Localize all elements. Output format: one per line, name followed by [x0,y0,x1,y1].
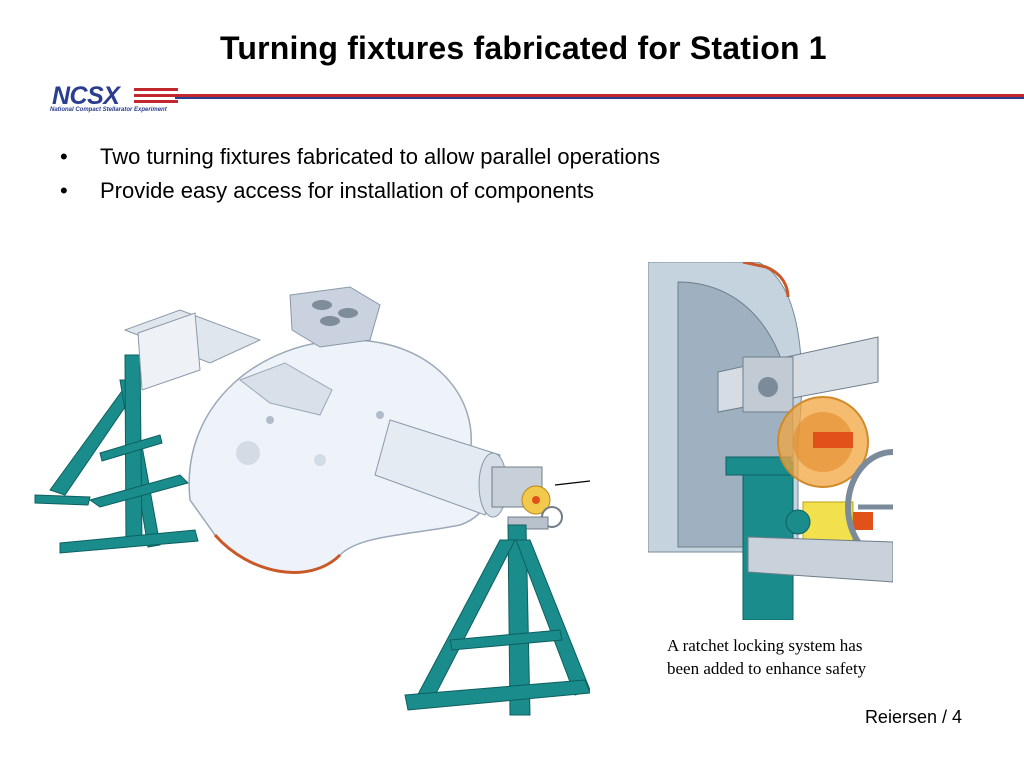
logo-subtitle: National Compact Stellarator Experiment [50,107,167,113]
bullet-text: Two turning fixtures fabricated to allow… [100,144,661,169]
bullet-item: • Provide easy access for installation o… [60,174,660,208]
ratchet-detail-illustration [648,262,893,620]
bullet-list: • Two turning fixtures fabricated to all… [60,140,660,208]
ratchet-gear [777,396,869,488]
left-stand [34,354,199,554]
bullet-text: Provide easy access for installation of … [100,178,595,203]
caption-line-2: been added to enhance safety [667,659,867,678]
callout-line [554,480,590,486]
logo-text: NCSX [52,82,120,110]
ratchet-drum [785,501,873,543]
ratchet-bracket [717,336,879,413]
slide-title: Turning fixtures fabricated for Station … [220,30,827,66]
slide-footer: Reiersen / 4 [864,707,962,727]
ratchet-base-plate [747,536,893,583]
caption-line-1: A ratchet locking system has [667,636,863,655]
bullet-dot: • [60,178,68,203]
ncsx-logo: NCSX National Compact Stellarator Experi… [48,82,188,118]
turning-fixture-illustration [34,286,590,716]
handwheel-icon [845,449,893,565]
bullet-dot: • [60,144,68,169]
figure-caption: A ratchet locking system has been added … [667,634,927,680]
left-arm [123,309,262,391]
right-fixture-head [491,466,563,530]
bullet-item: • Two turning fixtures fabricated to all… [60,140,660,174]
logo-stripes-icon [134,88,178,103]
header-rule-blue [175,97,1024,99]
right-stand [404,524,590,716]
header-rule-red [175,94,1024,97]
